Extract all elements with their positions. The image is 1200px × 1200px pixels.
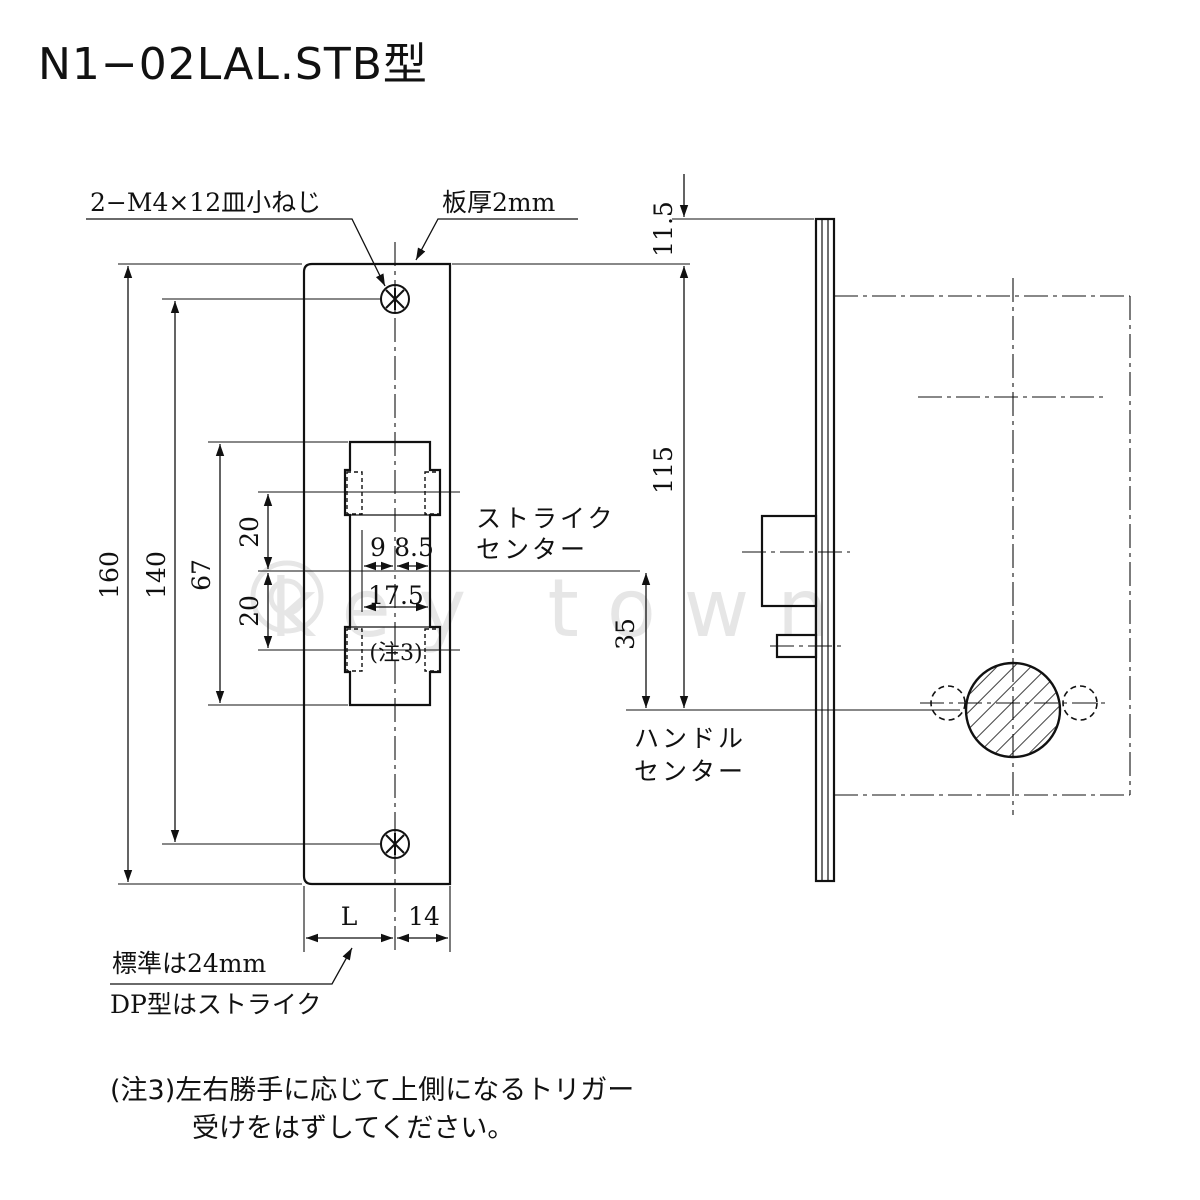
side-dimension-lines (641, 174, 689, 708)
screws-label: 2−M4×12皿小ねじ (90, 188, 321, 217)
dim-20-upper: 20 (235, 516, 264, 548)
front-extension-lines (118, 263, 640, 952)
dim-35: 35 (611, 618, 640, 650)
dim-11-5: 11.5 (649, 201, 678, 257)
side-extension-lines (452, 218, 960, 711)
standard-label-line1: 標準は24mm (112, 949, 267, 978)
dim-160: 160 (95, 551, 124, 599)
dim-67: 67 (187, 559, 216, 591)
strike-center-label-line1: ストライク (476, 504, 616, 533)
handle-center-label-line1: ハンドル (634, 724, 746, 753)
latch-block (760, 514, 818, 608)
trigger-receiver-upper (346, 471, 363, 515)
strike-plate-outline (302, 262, 452, 886)
footnote: (注3)左右勝手に応じて上側になるトリガー 受けをはずしてください。 (110, 1072, 634, 1148)
plate-edge (814, 217, 836, 883)
footnote-line-2: 受けをはずしてください。 (192, 1113, 515, 1144)
strike-center-label-line2: センター (476, 535, 588, 564)
dim-20-lower: 20 (235, 595, 264, 627)
front-dimension-lines (123, 266, 448, 943)
side-phantom-lines (742, 278, 1131, 815)
dim-9: 9 (370, 533, 386, 562)
dim-115: 115 (649, 446, 678, 494)
dim-14: 14 (408, 902, 440, 931)
footnote-line-1: (注3)左右勝手に応じて上側になるトリガー (110, 1075, 635, 1106)
dim-17-5: 17.5 (368, 581, 424, 610)
handle-center-label-line2: センター (634, 757, 746, 786)
side-view (760, 217, 1098, 883)
dim-140: 140 (142, 551, 171, 599)
dim-L: L (341, 902, 358, 931)
dim-8-5: 8.5 (394, 533, 434, 562)
page-title: N1−02LAL.STB型 (38, 39, 428, 90)
plate-thickness-label: 板厚2mm (442, 188, 556, 217)
leader-lines (86, 218, 578, 985)
note-marker: (注3) (369, 641, 422, 666)
watermark: key town (270, 562, 856, 655)
standard-label-line2: DP型はストライク (110, 990, 321, 1019)
